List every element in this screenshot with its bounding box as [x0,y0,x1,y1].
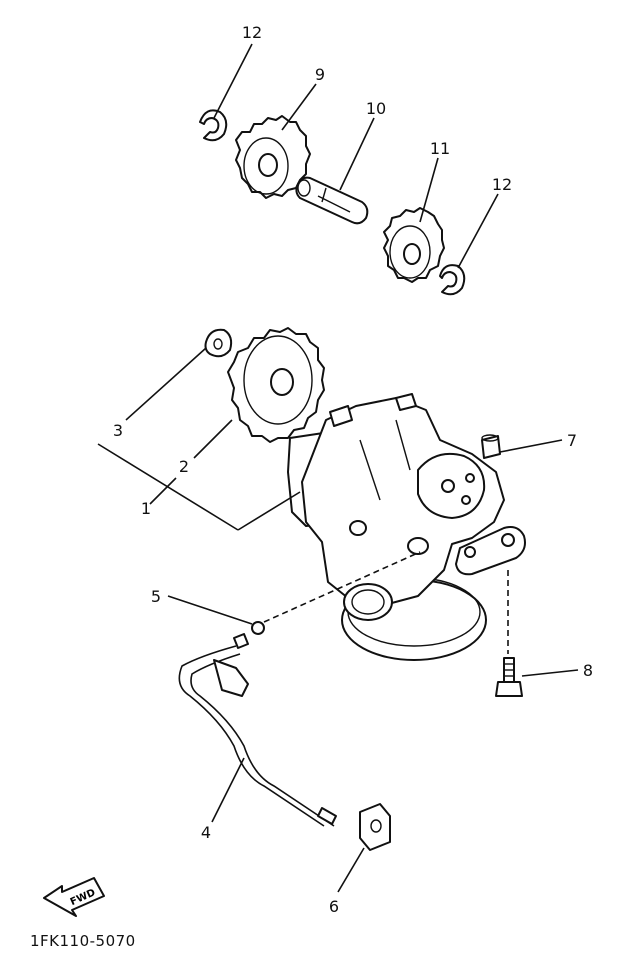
callout-4: 4 [201,823,211,842]
callout-8: 8 [583,661,593,680]
part-11-gear [383,207,445,283]
part-8-bolt [495,657,523,697]
callout-5: 5 [151,587,161,606]
leader-lines [97,43,579,893]
part-4-oil-pipe [178,633,337,827]
part-5-o-ring [251,621,265,635]
callout-12-right: 12 [492,175,512,194]
callout-10: 10 [366,99,386,118]
part-3-washer [204,328,233,358]
fwd-arrow-icon: FWD [43,877,105,917]
part-10-shaft [295,176,369,225]
callout-3: 3 [113,421,123,440]
part-6-plug [359,803,391,851]
part-2-large-gear [227,327,325,443]
callout-12-top: 12 [242,23,262,42]
part-9-gear [235,115,311,199]
callout-6: 6 [329,897,339,916]
callout-9: 9 [315,65,325,84]
diagram-code: 1FK110-5070 [30,932,136,950]
callout-11: 11 [430,139,450,158]
part-1-oil-pump-assembly [287,393,526,661]
part-12-circlip-right [439,264,466,296]
callout-2: 2 [179,457,189,476]
callout-1: 1 [141,499,151,518]
part-7-collar [481,434,501,459]
callout-7: 7 [567,431,577,450]
part-12-circlip-left [199,109,228,142]
